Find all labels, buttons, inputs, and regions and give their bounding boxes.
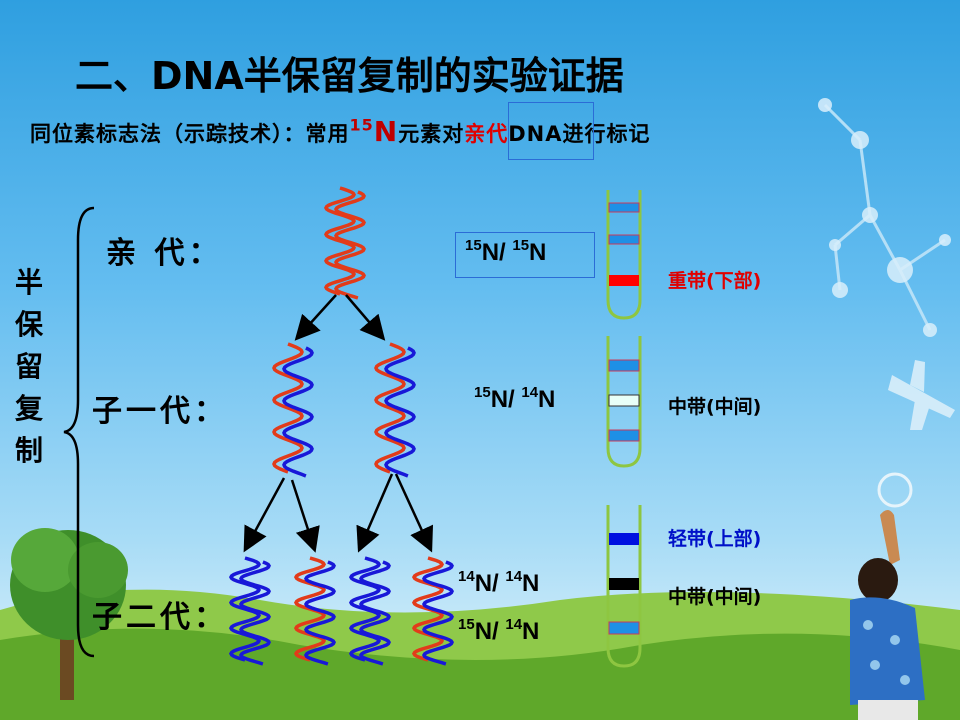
arrow-parent-right — [345, 294, 386, 341]
side-char: 制 — [14, 434, 43, 467]
boy-icon — [850, 510, 925, 720]
dna-helix-second-3 — [348, 556, 391, 666]
dna-strand — [422, 560, 454, 666]
page-title: 二、DNA半保留复制的实验证据 — [75, 54, 624, 98]
dna-helix-second-1 — [228, 556, 271, 666]
ratio-sup: 15 — [465, 237, 482, 254]
subtitle-isotope: 15N — [350, 115, 399, 148]
ratio-text: N/ — [490, 386, 522, 413]
band-light-label: 轻带(上部) — [668, 528, 762, 550]
dna-strand — [304, 560, 336, 666]
ratio-sup: 15 — [458, 616, 475, 633]
ratio-sup: 15 — [512, 237, 530, 254]
tube-first — [606, 336, 642, 468]
arrow-parent-left — [294, 294, 337, 341]
side-char: 复 — [14, 392, 43, 425]
middle-band — [609, 578, 639, 590]
ratio-sup: 14 — [521, 384, 539, 401]
subtitle-suffix: 进行标记 — [562, 122, 651, 146]
dna-helix-first-1 — [272, 342, 314, 478]
dna-strand — [334, 190, 366, 300]
ratio-text: N/ — [481, 239, 513, 266]
middle-band — [608, 394, 640, 407]
arrow-first-right-b — [394, 473, 434, 553]
side-char: 保 — [14, 308, 43, 341]
ratio-first: 15N/ 14N — [474, 384, 556, 414]
band-middle-label: 中带(中间) — [668, 396, 762, 418]
ball-icon — [877, 472, 913, 508]
dna-strand — [359, 560, 391, 666]
subtitle: 同位素标志法（示踪技术）：常用15N元素对亲代DNA进行标记 — [30, 115, 650, 148]
dna-helix-second-2 — [293, 556, 336, 666]
ratio-text: N — [522, 570, 540, 597]
ratio-sup: 15 — [474, 384, 491, 401]
ratio-second-light: 14N/ 14N — [458, 568, 540, 598]
ratio-text: N — [538, 386, 556, 413]
subtitle-parent: 亲代 — [464, 122, 509, 146]
label-parent-generation: 亲 代： — [106, 236, 223, 271]
semi-conservative-label: 半 保 留 复 制 — [14, 262, 44, 472]
side-char: 留 — [14, 350, 43, 383]
dna-strand — [239, 560, 271, 666]
dna-strand — [272, 342, 304, 474]
arrow-first-left-a — [243, 477, 286, 553]
isotope-sup: 15 — [349, 115, 374, 135]
dna-helix-first-2 — [374, 342, 416, 478]
tree-icon — [10, 528, 128, 700]
ratio-parent: 15N/ 15N — [465, 237, 547, 267]
airplane-icon — [888, 360, 955, 430]
dna-strand — [374, 342, 406, 474]
tube-parent — [606, 190, 642, 320]
ratio-second-middle: 15N/ 14N — [458, 616, 540, 646]
tube-marker — [608, 234, 640, 245]
subtitle-prefix: 同位素标志法（示踪技术）：常用 — [30, 122, 350, 146]
tube-second — [606, 505, 642, 668]
isotope-highlight-box — [508, 102, 594, 160]
label-second-generation: 子二代： — [92, 600, 228, 635]
dna-helix-parent — [324, 186, 366, 300]
subtitle-dna: DNA — [508, 122, 563, 146]
ratio-text: N — [529, 239, 547, 266]
subtitle-mid: 元素对 — [398, 122, 465, 146]
ratio-text: N/ — [474, 570, 506, 597]
ratio-sup: 14 — [458, 568, 475, 585]
tube-marker — [608, 621, 640, 635]
band-middle-label-2: 中带(中间) — [668, 586, 762, 608]
brace-icon — [63, 206, 95, 658]
dna-strand — [282, 346, 314, 478]
dna-strand — [324, 186, 356, 296]
dna-strand — [384, 346, 416, 478]
ratio-sup: 14 — [505, 568, 523, 585]
tube-marker — [608, 359, 640, 372]
ratio-text: N — [522, 618, 540, 645]
arrow-first-left-b — [290, 479, 320, 553]
light-band — [609, 533, 639, 545]
parent-ratio-box — [455, 232, 595, 278]
heavy-band — [609, 275, 639, 286]
label-first-generation: 子一代： — [92, 394, 228, 429]
isotope-element: N — [373, 115, 399, 148]
ratio-sup: 14 — [505, 616, 523, 633]
side-char: 半 — [14, 266, 43, 299]
band-heavy-label: 重带(下部) — [668, 270, 762, 292]
dna-helix-second-4 — [411, 556, 454, 666]
tube-marker — [608, 202, 640, 213]
ratio-text: N/ — [474, 618, 506, 645]
tube-marker — [608, 429, 640, 442]
arrow-first-right-a — [356, 473, 394, 553]
